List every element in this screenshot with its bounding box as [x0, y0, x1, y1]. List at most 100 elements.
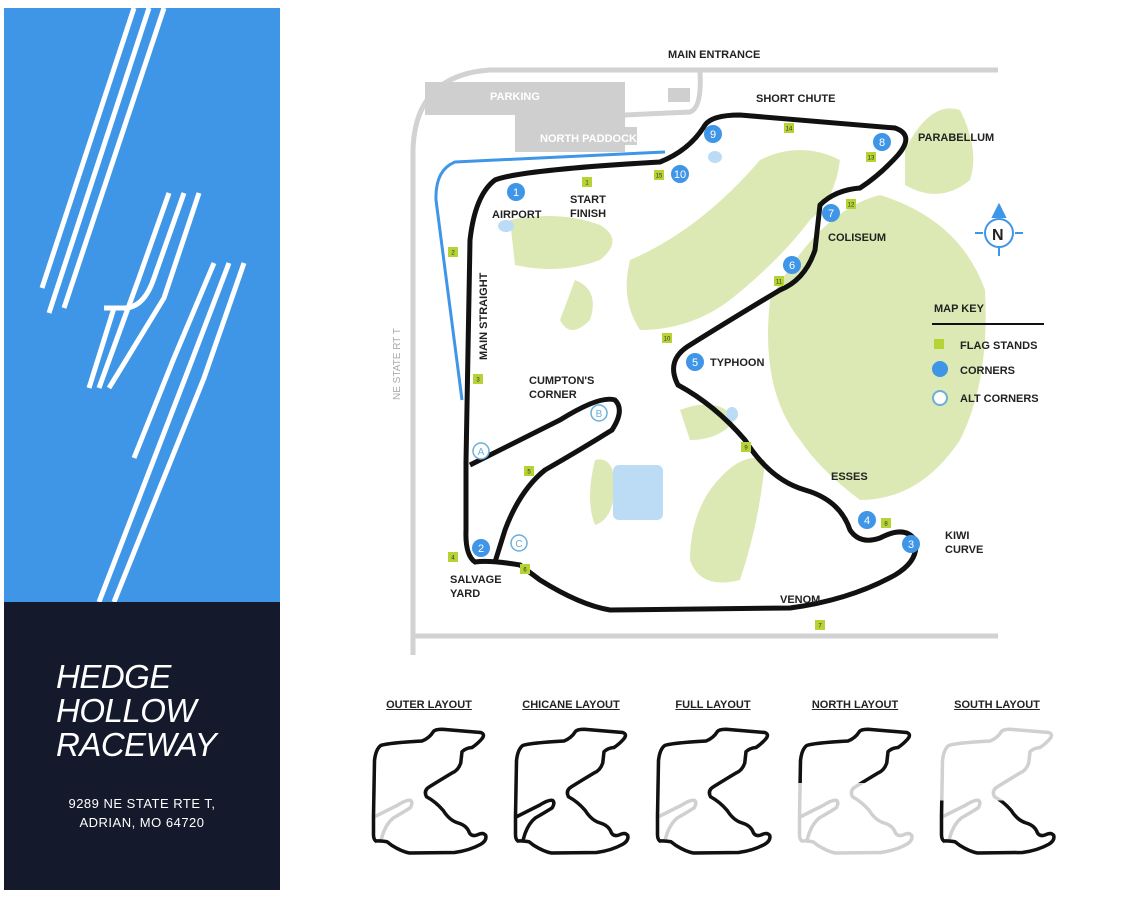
flag-stand: [846, 199, 856, 209]
flag-stand: [741, 442, 751, 452]
compass-icon: [975, 202, 1023, 256]
flag-stand: [520, 564, 530, 574]
chicane-layout-thumbnail: [513, 727, 630, 855]
flag-stand: [881, 518, 891, 528]
flag-stand: [524, 466, 534, 476]
compass-north-label: N: [992, 227, 1004, 244]
brand-panel: [4, 7, 280, 603]
outer-layout-thumbnail: [371, 727, 488, 855]
corner-marker: [686, 353, 704, 371]
venue-name-line: RACEWAY: [56, 726, 217, 763]
flag-stand-number: 4: [451, 556, 455, 562]
flag-stand: [866, 152, 876, 162]
salvage-label: SALVAGE: [450, 574, 502, 586]
flag-stand: [582, 177, 592, 187]
typhoon-label: TYPHOON: [710, 357, 764, 369]
pit-lane: [434, 150, 666, 401]
corner-marker: [858, 511, 876, 529]
curve-label: CURVE: [945, 544, 983, 556]
north-paddock-area: [515, 127, 637, 145]
alt-corner-letter: B: [596, 409, 603, 420]
corner-marker: [472, 539, 490, 557]
main-entrance-label: MAIN ENTRANCE: [668, 49, 760, 61]
water: [498, 151, 738, 520]
chicane-layout-title: CHICANE LAYOUT: [522, 699, 620, 711]
short-chute-label: SHORT CHUTE: [756, 93, 835, 105]
alt-corner-marker: [510, 534, 528, 552]
flag-stand-number: 11: [776, 280, 783, 286]
corner-number: 1: [513, 187, 519, 199]
esses-label: ESSES: [831, 471, 868, 483]
corner-number: 6: [789, 260, 795, 272]
grass-areas: [510, 108, 986, 583]
corner-number: 3: [908, 539, 914, 551]
flag-stand-number: 15: [656, 174, 663, 180]
flag-stand-number: 9: [744, 446, 748, 452]
flag-stand-number: 6: [523, 568, 527, 574]
south-layout-thumbnail: [939, 727, 1056, 855]
coliseum-label: COLISEUM: [828, 232, 886, 244]
finish-label: FINISH: [570, 208, 606, 220]
corner-number: 5: [692, 357, 698, 369]
corner-marker: [873, 133, 891, 151]
flag-stand: [473, 374, 483, 384]
key-flag-stands: FLAG STANDS: [960, 340, 1037, 352]
flag-stand: [654, 170, 664, 180]
flag-stand-number: 13: [868, 156, 875, 162]
south-layout-title: SOUTH LAYOUT: [954, 699, 1040, 711]
start-label: START: [570, 194, 606, 206]
corner-marker: [902, 535, 920, 553]
road-label: NE STATE RT T: [392, 328, 403, 400]
flag-stand-number: 10: [664, 337, 671, 343]
alt-corner-letter: A: [478, 447, 485, 458]
flag-stand-number: 2: [451, 251, 455, 257]
flag-stand-key-icon: [934, 339, 944, 349]
venue-name-line: HOLLOW: [56, 692, 197, 729]
corner-number: 8: [879, 137, 885, 149]
alt-corner-marker: [590, 404, 608, 422]
corner-number: 2: [478, 543, 484, 555]
parabellum-label: PARABELLUM: [918, 132, 994, 144]
parking-label: PARKING: [490, 91, 540, 103]
corner-marker: [507, 183, 525, 201]
corner-marker: [704, 125, 722, 143]
corner-number: 9: [710, 129, 716, 141]
flag-stand: [774, 276, 784, 286]
yard-label: YARD: [450, 588, 480, 600]
key-corners: CORNERS: [960, 365, 1015, 377]
flag-stand-number: 7: [818, 624, 822, 630]
cumpton-label: CUMPTON'S: [529, 375, 594, 387]
key-alt-corners: ALT CORNERS: [960, 393, 1039, 405]
corner-marker: [822, 204, 840, 222]
flag-stand: [448, 552, 458, 562]
venue-name-line: HEDGE: [56, 658, 171, 695]
main-straight-label: MAIN STRAIGHT: [478, 272, 490, 360]
north-layout-thumbnail: [797, 727, 914, 855]
flag-stand-number: 14: [786, 127, 793, 133]
corner-marker: [671, 165, 689, 183]
venom-label: VENOM: [780, 594, 820, 606]
flag-stand-number: 3: [476, 378, 480, 384]
airport-label: AIRPORT: [492, 209, 542, 221]
corner-number: 10: [674, 169, 686, 181]
layout-thumbnails: [371, 727, 1056, 855]
outer-layout-title: OUTER LAYOUT: [386, 699, 472, 711]
corner-key-icon: [932, 361, 948, 377]
kiwi-label: KIWI: [945, 530, 969, 542]
corner-number: 7: [828, 208, 834, 220]
flag-stand-number: 5: [527, 470, 531, 476]
flag-stand: [448, 247, 458, 257]
north-layout-title: NORTH LAYOUT: [811, 699, 899, 711]
flag-stand: [815, 620, 825, 630]
flag-stand: [662, 333, 672, 343]
cumpton-label-2: CORNER: [529, 389, 577, 401]
raceway-logo: [39, 7, 247, 603]
north-paddock-label: NORTH PADDOCK: [540, 133, 637, 145]
address-line: 9289 NE STATE RTE T,: [68, 796, 216, 811]
address-line: ADRIAN, MO 64720: [79, 815, 205, 830]
alt-corner-letter: C: [515, 539, 522, 550]
flag-stand-number: 12: [848, 203, 855, 209]
